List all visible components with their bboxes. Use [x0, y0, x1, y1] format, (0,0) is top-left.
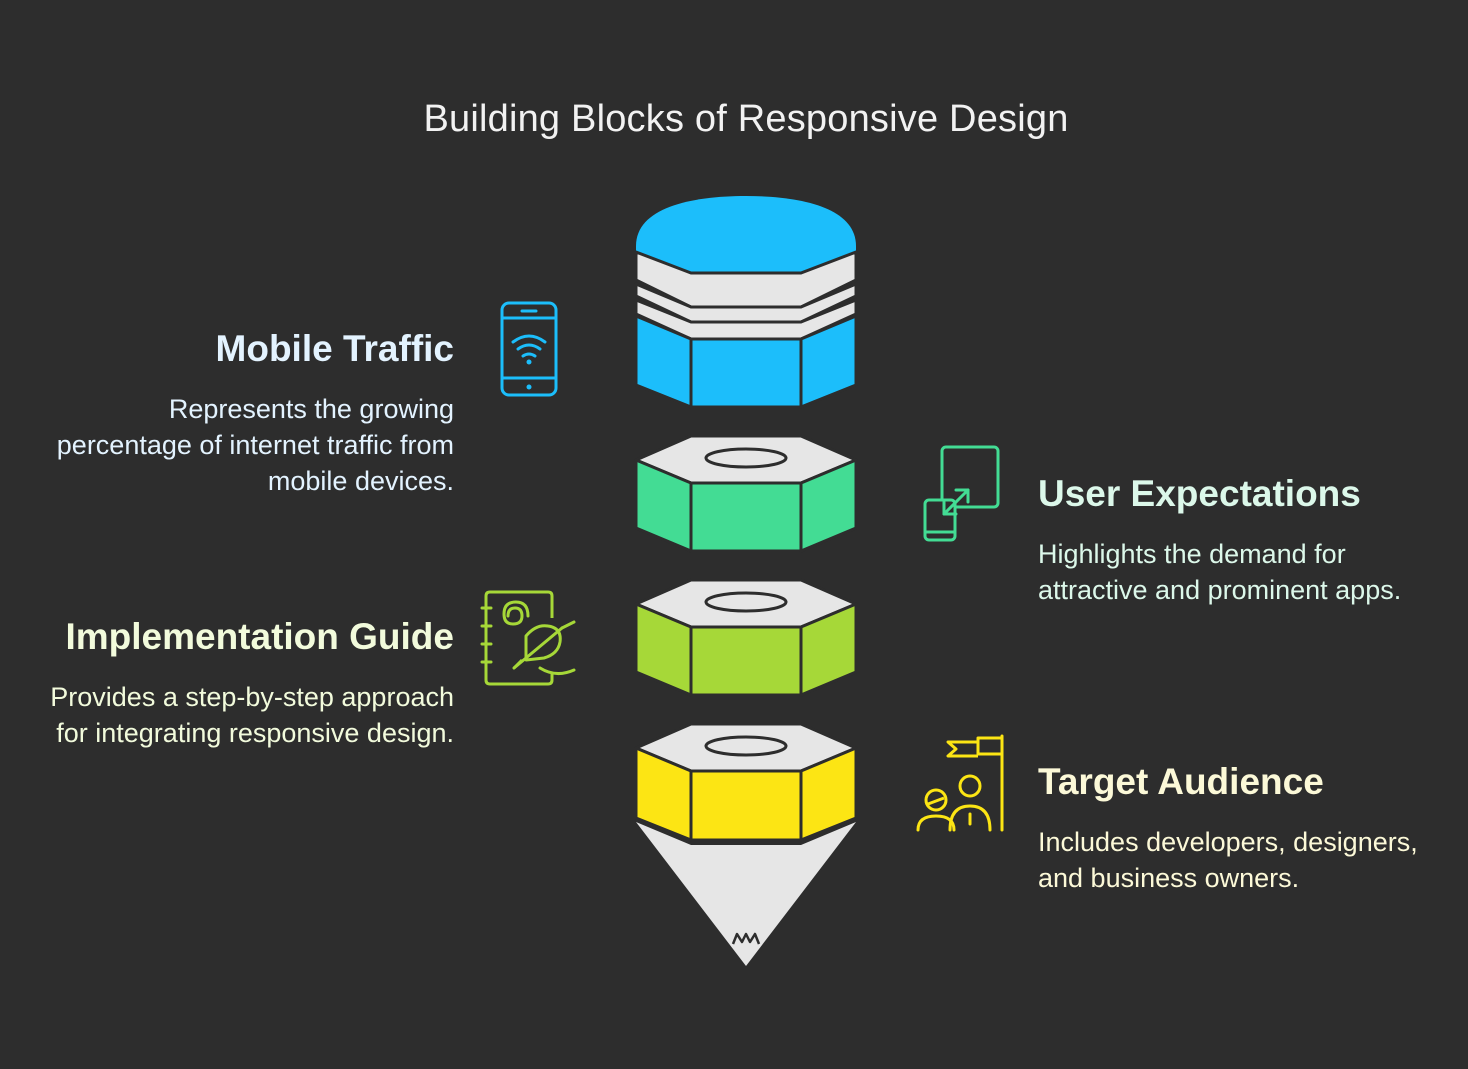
item-description: Includes developers, designers, and busi…: [1038, 827, 1418, 893]
block-implementation-guide: [634, 578, 858, 697]
item-heading: Target Audience: [1038, 761, 1324, 802]
item-implementation-guide: Implementation Guide Provides a step-by-…: [30, 615, 454, 751]
diagram-title: Building Blocks of Responsive Design: [423, 98, 1069, 140]
notebook-pen-icon: [480, 590, 576, 686]
item-heading: Mobile Traffic: [215, 328, 454, 369]
item-description: Provides a step-by-step approach for int…: [50, 682, 454, 748]
block-user-expectations: [634, 434, 858, 553]
item-description: Represents the growing percentage of int…: [56, 394, 454, 496]
item-mobile-traffic: Mobile Traffic Represents the growing pe…: [40, 327, 454, 499]
item-heading: User Expectations: [1038, 473, 1361, 514]
item-heading: Implementation Guide: [65, 616, 454, 657]
block-target-audience: [634, 722, 858, 842]
item-user-expectations: User Expectations Highlights the demand …: [1038, 472, 1438, 608]
block-mobile-traffic: [634, 196, 858, 409]
smartphone-wifi-icon: [500, 301, 558, 397]
item-description: Highlights the demand for attractive and…: [1038, 539, 1402, 605]
pencil-tip: [636, 822, 856, 966]
people-flag-icon: [916, 734, 1004, 832]
screen-resize-icon: [923, 445, 1000, 542]
item-target-audience: Target Audience Includes developers, des…: [1038, 760, 1438, 896]
